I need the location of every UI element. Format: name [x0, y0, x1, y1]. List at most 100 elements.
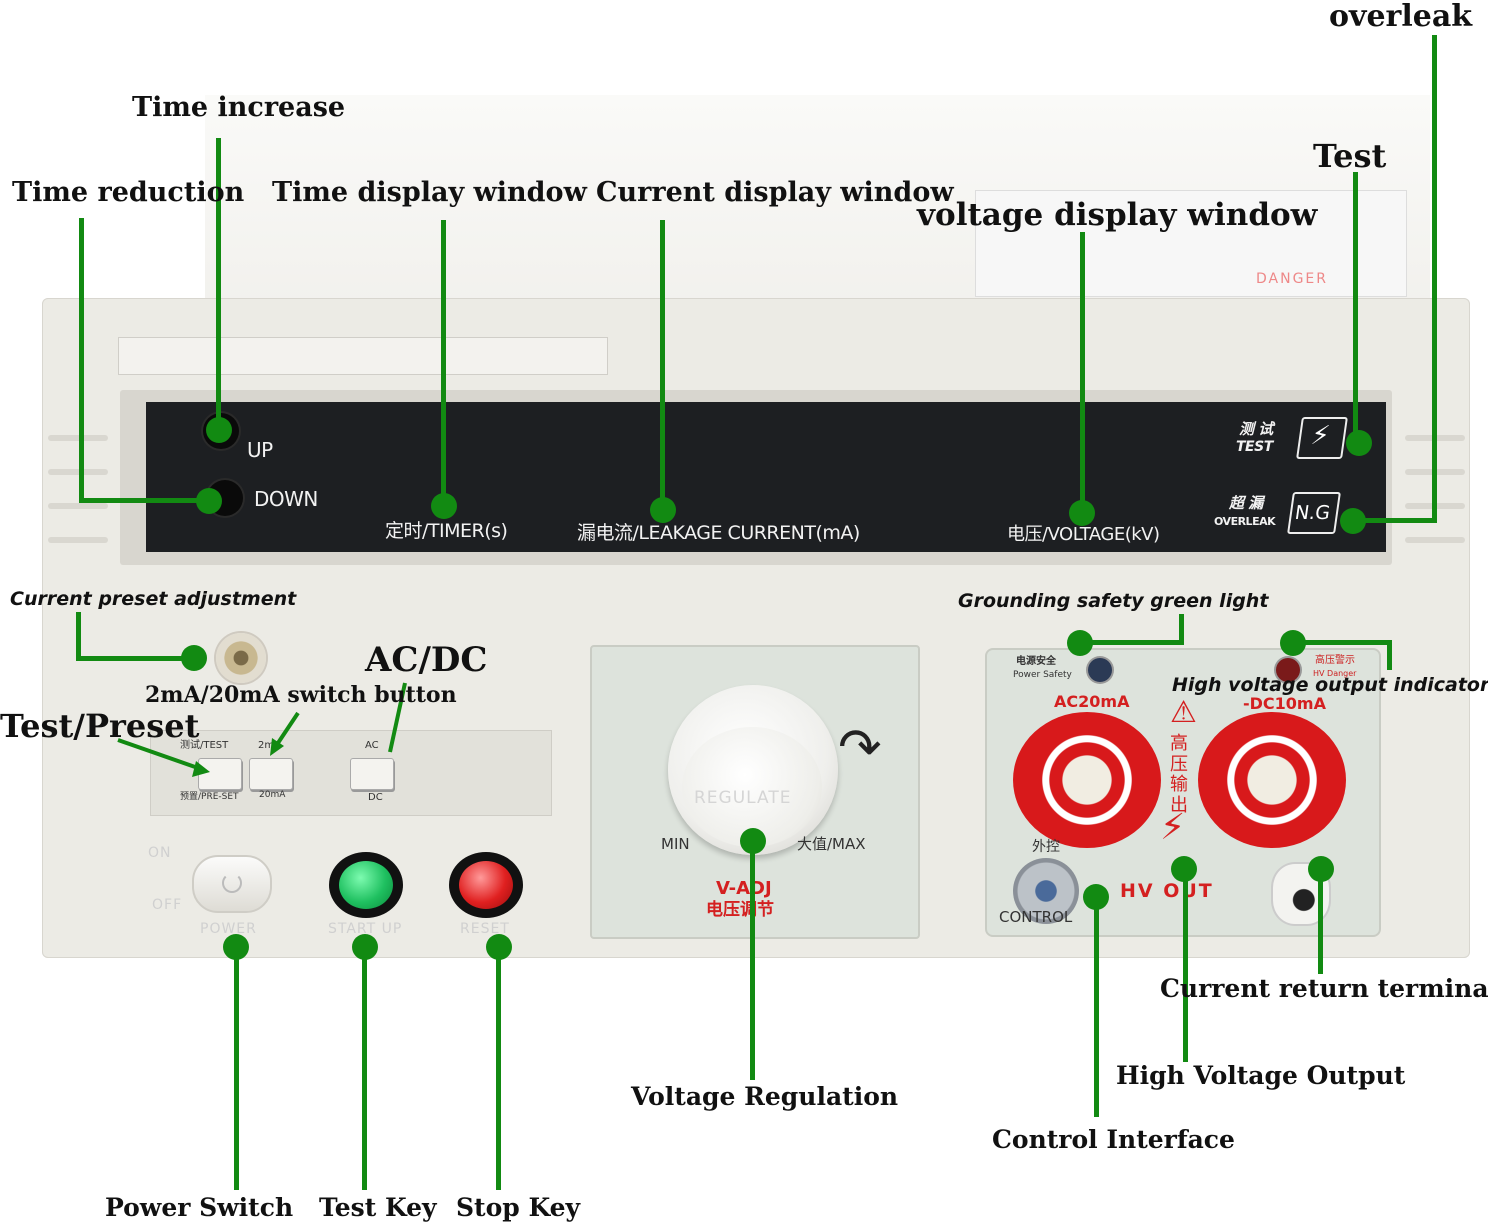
power-switch[interactable] [192, 855, 272, 913]
hv-out-label: HV OUT [1120, 880, 1214, 902]
up-label: UP [247, 438, 273, 462]
danger-text: DANGER [1256, 271, 1329, 287]
marker-grounding [1067, 630, 1093, 656]
start-button[interactable] [329, 852, 403, 918]
callout-overleak: overleak [1329, 0, 1473, 34]
callout-hv-indicator: High voltage output indicator [1172, 674, 1488, 696]
callout-current-return: Current return terminal [1160, 974, 1488, 1003]
marker-test-key [352, 934, 378, 960]
leader-current-v [660, 220, 665, 510]
test-en-label: TEST [1236, 439, 1273, 455]
current-range-button[interactable] [249, 758, 293, 790]
dc-terminal[interactable] [1198, 712, 1346, 848]
test-preset-button[interactable] [198, 758, 242, 790]
marker-time [431, 493, 457, 519]
leader-regulation-v [750, 840, 755, 1080]
startup-label: START UP [328, 921, 403, 937]
leader-time-v [441, 220, 446, 508]
regulate-knob-cap [682, 727, 822, 847]
leakage-label: 漏电流/LEAKAGE CURRENT(mA) [577, 522, 860, 544]
leader-return-v [1318, 868, 1323, 974]
max-label: 大值/MAX [797, 835, 866, 853]
regulate-label: REGULATE [694, 788, 792, 808]
hv-danger-light [1276, 658, 1300, 682]
leader-preset-h [76, 656, 186, 661]
leader-acdc [388, 682, 407, 753]
preset-knob[interactable] [216, 633, 266, 683]
leader-2ma-arrow [270, 738, 284, 756]
marker-reduction [196, 488, 222, 514]
marker-hv-output [1171, 856, 1197, 882]
external-cn-label: 外控 [1032, 839, 1060, 855]
callout-test-preset: Test/Preset [0, 707, 200, 745]
timer-label: 定时/TIMER(s) [385, 520, 508, 542]
callout-voltage-display: voltage display window [917, 197, 1318, 233]
power-icon [222, 873, 242, 893]
callout-test: Test [1313, 137, 1387, 175]
hv-danger-cn: 高压警示 [1315, 655, 1355, 666]
leader-hvout-v [1183, 868, 1188, 1062]
marker-stop-key [486, 934, 512, 960]
callout-grounding-light: Grounding safety green light [958, 590, 1269, 612]
down-label: DOWN [254, 487, 318, 511]
ma2-label: 2mA [258, 740, 281, 751]
marker-power [223, 934, 249, 960]
rotate-arrow-icon: ↷ [838, 718, 882, 778]
ac-label: AC [365, 740, 379, 751]
display-panel-glass [146, 402, 1386, 552]
leader-reduction-h [79, 498, 209, 503]
min-label: MIN [661, 835, 690, 853]
callout-ac-dc: AC/DC [365, 640, 488, 680]
hv-vertical-label: 高压输出 [1170, 733, 1188, 817]
callout-time-increase: Time increase [132, 92, 346, 123]
power-safety-cn: 电源安全 [1016, 656, 1056, 667]
leader-testpreset [117, 738, 199, 770]
ac-terminal[interactable] [1013, 712, 1161, 848]
vadj-cn-label: 电压调节 [706, 900, 774, 920]
dc10-label: -DC10mA [1243, 694, 1326, 713]
leader-preset-v [76, 612, 81, 660]
leader-overleak-h [1353, 518, 1437, 523]
callout-current-preset: Current preset adjustment [10, 588, 297, 610]
dc-label: DC [368, 792, 383, 803]
callout-hv-output: High Voltage Output [1116, 1061, 1406, 1090]
marker-overleak [1340, 508, 1366, 534]
label-plate [118, 337, 608, 375]
ac-dc-button[interactable] [350, 758, 394, 790]
leader-hvind-v [1387, 640, 1392, 670]
start-button-cap [339, 861, 393, 909]
leader-control-v [1094, 895, 1099, 1117]
overleak-en-label: OVERLEAK [1214, 515, 1276, 528]
power-label: POWER [200, 921, 257, 937]
marker-increase [206, 417, 232, 443]
leader-testkey-v [362, 945, 367, 1190]
vadj-label: V-ADJ [716, 878, 772, 899]
marker-voltage [1069, 500, 1095, 526]
leader-2ma [274, 711, 300, 748]
leader-test-v [1353, 172, 1358, 440]
callout-control-interface: Control Interface [992, 1125, 1235, 1154]
hv-danger-en: HV Danger [1313, 669, 1357, 678]
leader-overleak-v [1432, 35, 1437, 523]
warning-sticker: DANGER [975, 190, 1407, 297]
leader-increase-v [216, 138, 221, 428]
regulate-knob[interactable]: REGULATE [668, 685, 838, 855]
preset-label: 预置/PRE-SET [180, 792, 239, 802]
control-label: CONTROL [999, 908, 1073, 926]
marker-regulation [740, 828, 766, 854]
power-safety-en: Power Safety [1013, 670, 1072, 680]
callout-time-display: Time display window [272, 177, 587, 208]
marker-current [650, 497, 676, 523]
leader-stopkey-v [496, 945, 501, 1190]
off-label: OFF [152, 897, 183, 913]
warning-triangle-icon: ⚠ [1170, 695, 1197, 730]
power-safety-light [1088, 658, 1112, 682]
callout-voltage-regulation: Voltage Regulation [631, 1082, 899, 1111]
ac20-label: AC20mA [1054, 692, 1130, 711]
marker-hv-indicator [1280, 630, 1306, 656]
reset-button-cap [459, 861, 513, 909]
control-connector[interactable] [1013, 858, 1079, 924]
reset-button[interactable] [449, 852, 523, 918]
leader-grounding-v [1179, 614, 1184, 645]
marker-preset [181, 645, 207, 671]
